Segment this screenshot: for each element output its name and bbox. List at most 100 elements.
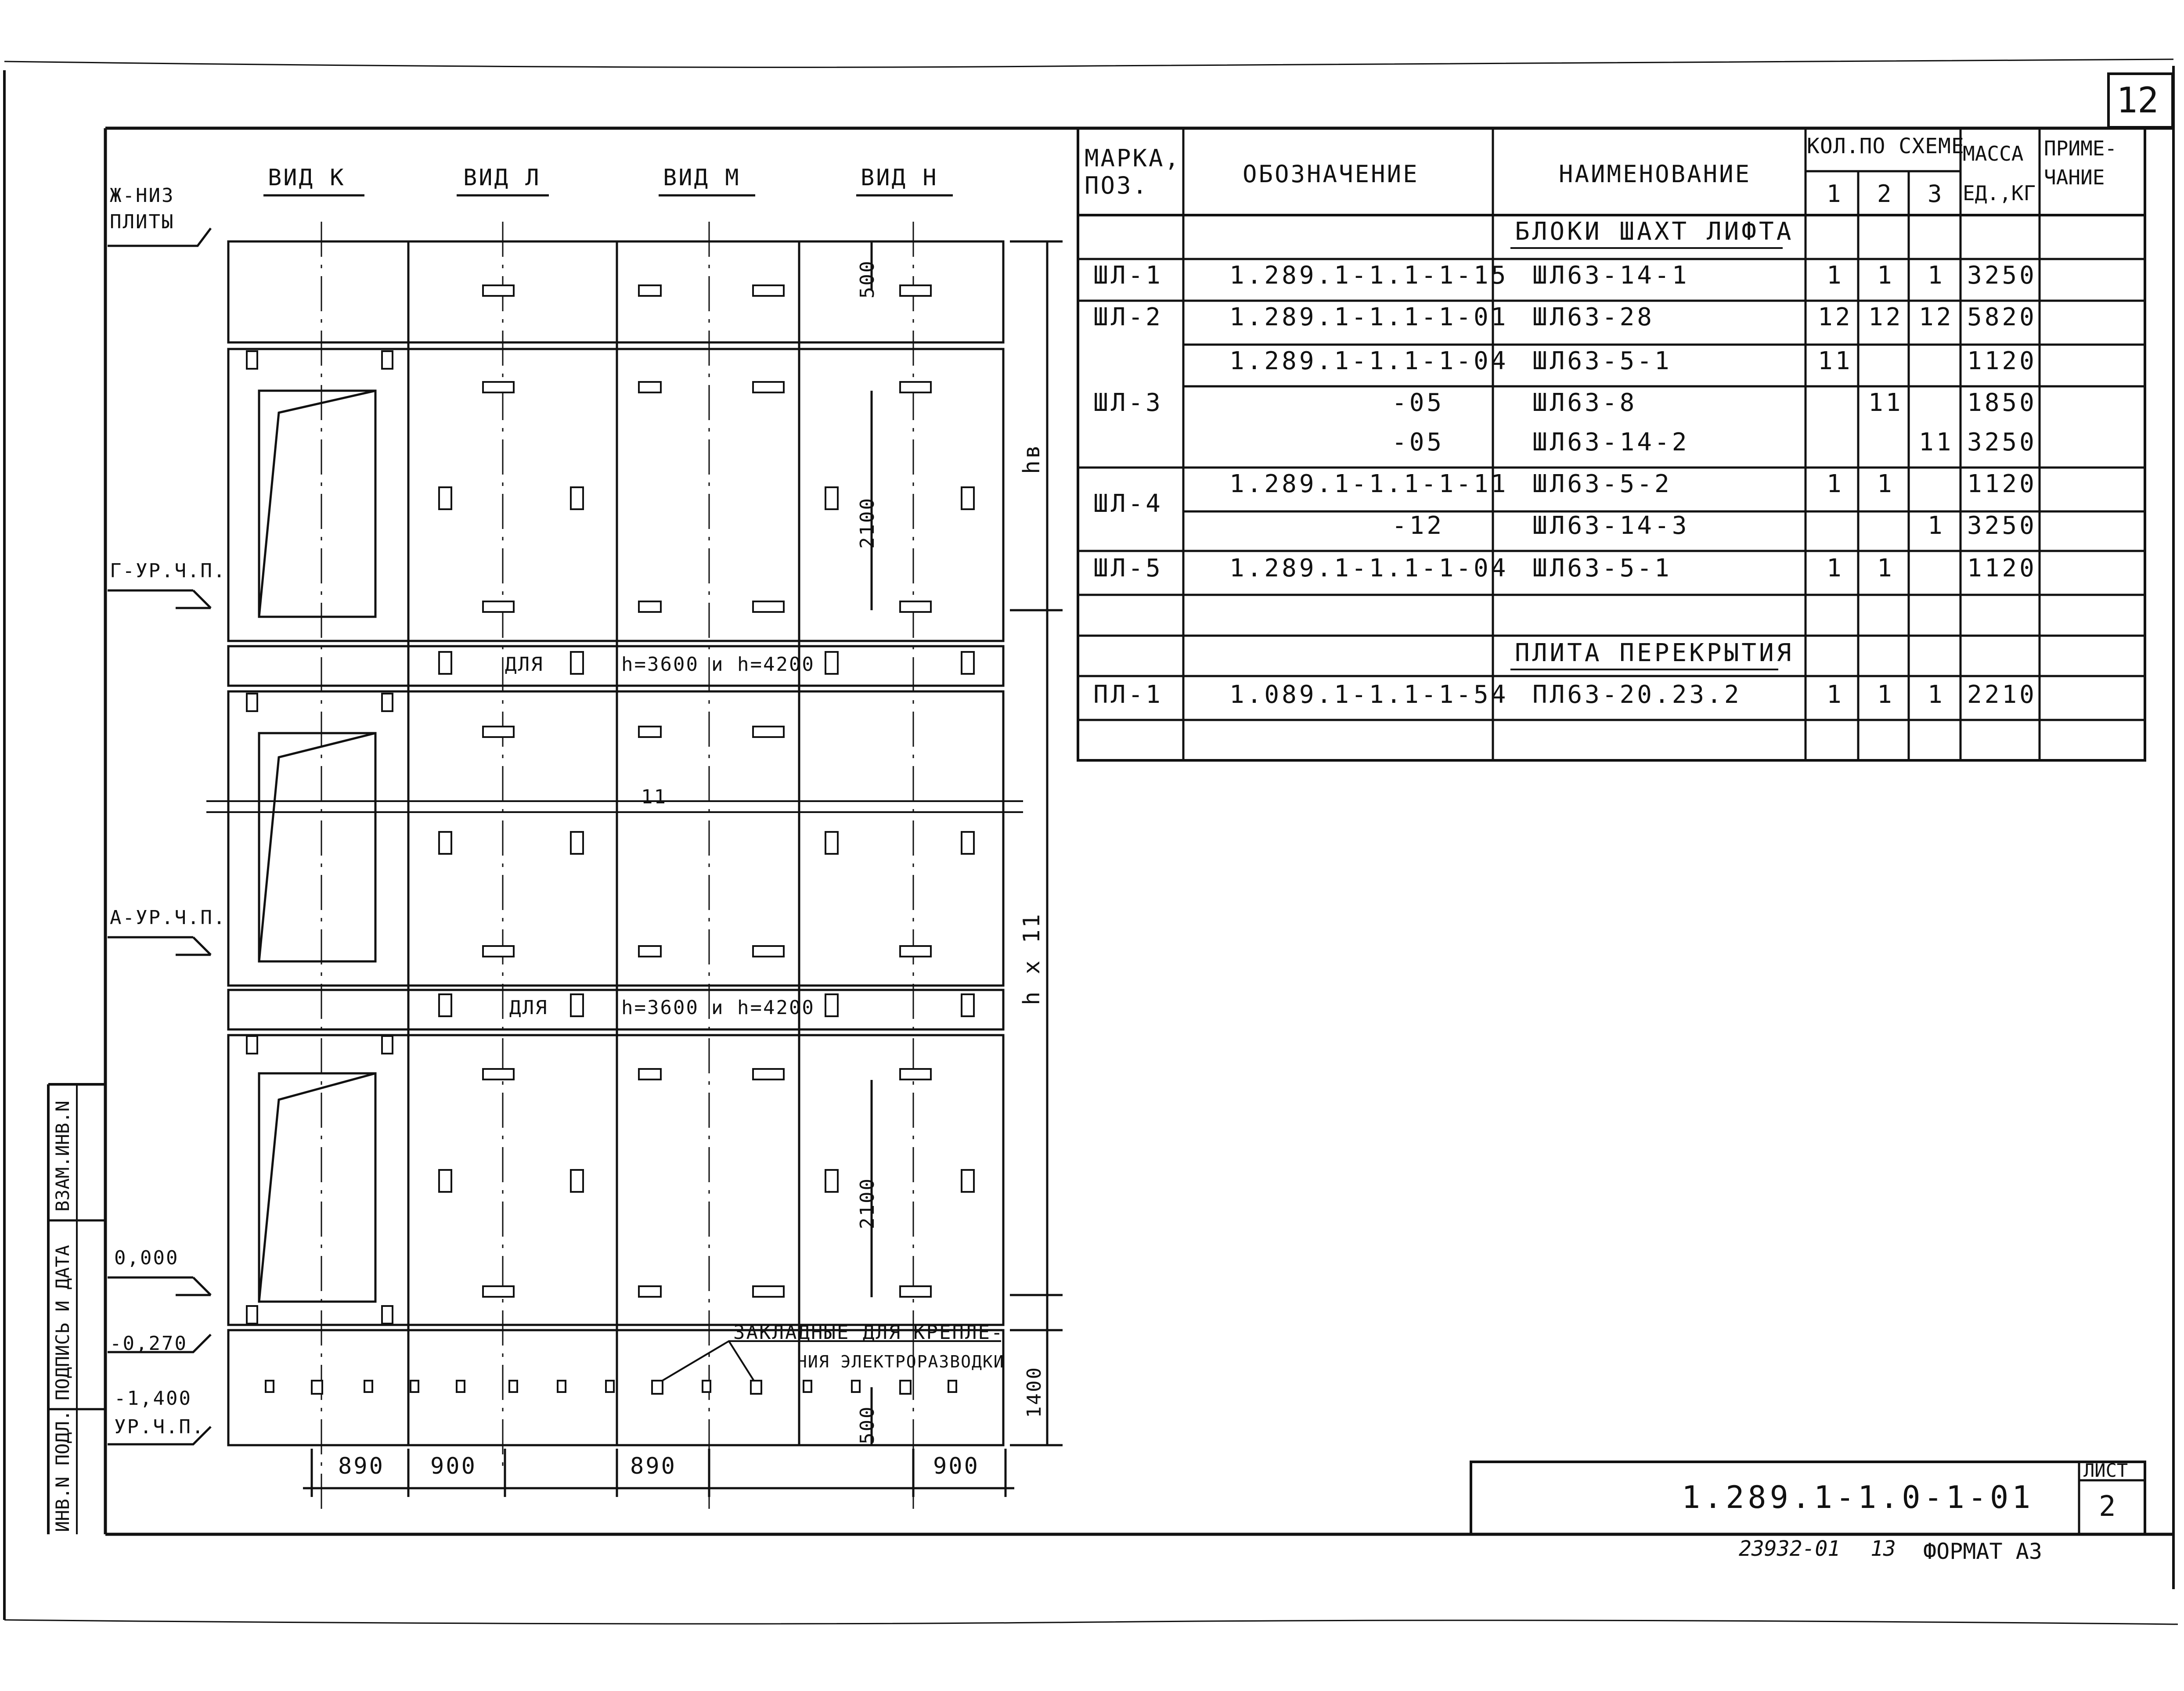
view-l-label: ВИД Л (463, 165, 541, 191)
sheet-number: 12 (2116, 80, 2159, 121)
spec-cell-q1: 1 (1827, 554, 1844, 583)
spec-cell-q1: 1 (1827, 261, 1844, 290)
dim-bottom-3: 890 (630, 1453, 677, 1479)
dim-500-top: 500 (856, 259, 879, 299)
dim-hv: hв (1019, 443, 1045, 474)
spec-cell-q3: 1 (1928, 261, 1945, 290)
spec-cell-designation: 1.289.1-1.1-1-11 (1229, 470, 1509, 498)
spec-cell-q2: 12 (1868, 303, 1903, 331)
stamp-sheet-label: ЛИСТ (2083, 1460, 2128, 1481)
spec-table-grid (1077, 127, 2146, 762)
header-mark: МАРКА, ПОЗ. (1085, 144, 1181, 199)
header-note: ПРИМЕ-ЧАНИЕ (2044, 137, 2117, 189)
elevation-drawing (108, 194, 1063, 1510)
spec-cell-mark: ПЛ-1 (1093, 680, 1163, 709)
spec-cell-mark: ШЛ-4 (1093, 489, 1163, 518)
spec-cell-mass: 3250 (1967, 511, 2037, 540)
level-a: А-УР.Ч.П. (110, 907, 227, 929)
spec-cell-name: ПЛ63-20.23.2 (1532, 680, 1742, 709)
spec-cell-q3: 1 (1928, 511, 1945, 540)
spec-cell-mark: ШЛ-1 (1093, 261, 1163, 290)
break-mark: 11 (641, 786, 667, 808)
spec-cell-mass: 1120 (1967, 347, 2037, 375)
spec-cell-name: ШЛ63-8 (1532, 389, 1637, 417)
section-2: ПЛИТА ПЕРЕКРЫТИЯ (1515, 639, 1794, 667)
dim-500-bottom: 500 (856, 1405, 879, 1444)
section-1: БЛОКИ ШАХТ ЛИФТА (1515, 217, 1794, 246)
embedded-parts (246, 284, 975, 1395)
view-m-label: ВИД М (663, 165, 741, 191)
spec-cell-mark: ШЛ-3 (1093, 389, 1163, 417)
spec-cell-q3: 12 (1919, 303, 1954, 331)
view-n-label: ВИД Н (861, 165, 938, 191)
embed-note-2: КРЕПЛЕ- (913, 1321, 1004, 1344)
dim-bottom-4: 900 (933, 1453, 980, 1479)
spec-cell-designation: 1.289.1-1.1-1-15 (1229, 261, 1509, 290)
header-qty-1: 1 (1827, 180, 1843, 208)
spec-cell-designation: 1.289.1-1.1-1-04 (1229, 347, 1509, 375)
header-designation: ОБОЗНАЧЕНИЕ (1243, 160, 1419, 188)
spec-cell-q3: 1 (1928, 680, 1945, 709)
note-h2-c: и h=4200 (711, 997, 815, 1019)
level-m1400: -1,400 (114, 1387, 192, 1410)
spec-cell-designation: 1.089.1-1.1-1-54 (1229, 680, 1509, 709)
stamp-sheet-value: 2 (2099, 1490, 2116, 1523)
spec-cell-q2: 1 (1877, 470, 1895, 498)
spec-cell-mass: 3250 (1967, 261, 2037, 290)
level-zero: 0,000 (114, 1247, 179, 1269)
embed-note-1: ЗАКЛАДНЫЕ ДЛЯ (733, 1321, 902, 1344)
stamp-format: ФОРМАТ А3 (1923, 1539, 2042, 1564)
spec-cell-q2: 1 (1877, 680, 1895, 709)
spec-cell-designation: -05 (1392, 428, 1445, 457)
header-mass: МАССА ЕД.,КГ (1963, 142, 2036, 205)
spec-cell-mark: ШЛ-5 (1093, 554, 1163, 583)
spec-cell-mass: 3250 (1967, 428, 2037, 457)
note-h2-b: h=3600 (621, 997, 699, 1019)
view-k-label: ВИД К (268, 165, 346, 191)
spec-cell-name: ШЛ63-28 (1532, 303, 1655, 331)
spec-cell-mass: 2210 (1967, 680, 2037, 709)
dim-bottom-2: 900 (430, 1453, 477, 1479)
side-inv-podl: ИНВ.N ПОДЛ. (52, 1410, 73, 1532)
side-vzam: ВЗАМ.ИНВ.N (52, 1101, 73, 1212)
spec-cell-name: ШЛ63-5-1 (1532, 347, 1672, 375)
note-h2-a: ДЛЯ (509, 997, 548, 1019)
spec-cell-q1: 12 (1818, 303, 1853, 331)
stamp-page: 13 (1870, 1536, 1896, 1561)
spec-cell-q2: 11 (1868, 389, 1903, 417)
embed-note-3: НИЯ ЭЛЕКТРОРАЗВОДКИ (797, 1352, 1005, 1371)
spec-cell-name: ШЛ63-14-1 (1532, 261, 1690, 290)
note-h1-b: h=3600 (621, 653, 699, 676)
spec-cell-name: ШЛ63-14-3 (1532, 511, 1690, 540)
spec-cell-name: ШЛ63-14-2 (1532, 428, 1690, 457)
header-qty-3: 3 (1928, 180, 1944, 208)
spec-cell-mass: 1120 (1967, 470, 2037, 498)
spec-cell-q1: 1 (1827, 680, 1844, 709)
spec-cell-mass: 1850 (1967, 389, 2037, 417)
note-h1-c: и h=4200 (711, 653, 815, 676)
dim-bottom-1: 890 (338, 1453, 385, 1479)
spec-cell-mark: ШЛ-2 (1093, 303, 1163, 331)
header-qty: КОЛ.ПО СХЕМЕ (1807, 134, 1964, 158)
spec-cell-q2: 1 (1877, 554, 1895, 583)
spec-cell-mass: 1120 (1967, 554, 2037, 583)
spec-cell-q3: 11 (1919, 428, 1954, 457)
dim-2100-a: 2100 (856, 497, 879, 549)
dim-hx11: h x 11 (1019, 912, 1045, 1005)
title-block (1470, 1461, 2146, 1536)
level-ur: УР.Ч.П. (114, 1416, 205, 1438)
stamp-code: 1.289.1-1.0-1-01 (1682, 1479, 2034, 1515)
spec-cell-designation: 1.289.1-1.1-1-01 (1229, 303, 1509, 331)
spec-cell-designation: 1.289.1-1.1-1-04 (1229, 554, 1509, 583)
spec-cell-designation: -12 (1392, 511, 1445, 540)
level-slab-bottom-2: ПЛИТЫ (110, 211, 175, 233)
level-g: Г-УР.Ч.П. (110, 560, 227, 582)
dim-1400: 1400 (1023, 1366, 1045, 1418)
side-podpis: ПОДПИСЬ И ДАТА (52, 1245, 73, 1400)
level-m0270: -0,270 (110, 1332, 187, 1355)
header-name: НАИМЕНОВАНИЕ (1559, 160, 1752, 188)
spec-cell-name: ШЛ63-5-2 (1532, 470, 1672, 498)
header-qty-2: 2 (1877, 180, 1893, 208)
